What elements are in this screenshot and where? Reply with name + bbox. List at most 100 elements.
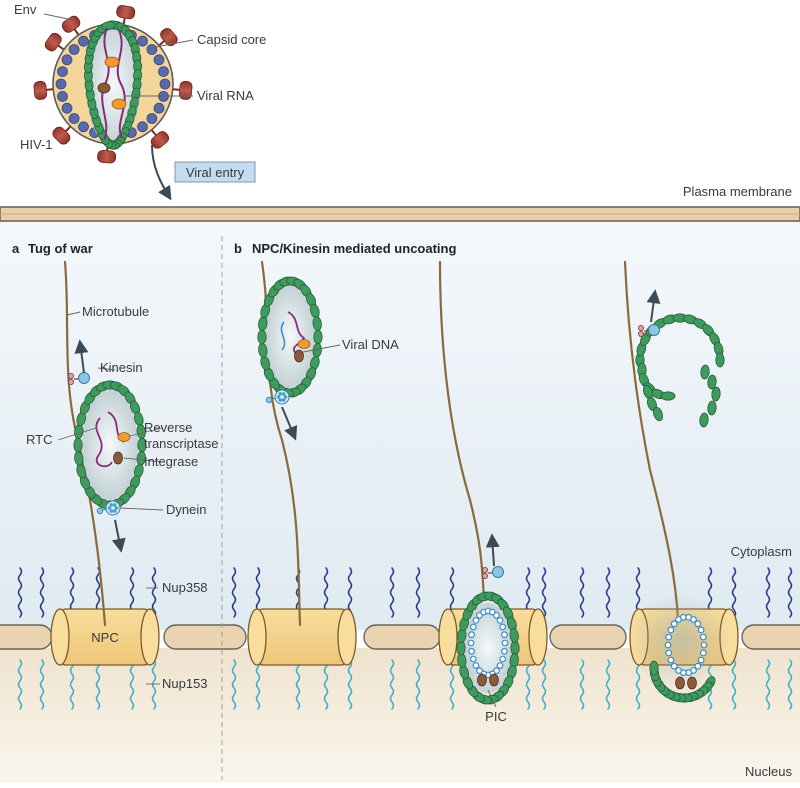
- integrase: [294, 349, 304, 363]
- env-leader: [43, 13, 74, 21]
- kinesin-arrow-b3: [646, 289, 661, 323]
- capsid-subunit: [312, 316, 322, 331]
- dynein-domain: [281, 392, 286, 396]
- b3-pic-dna-ring: [694, 662, 702, 670]
- nup153-filament: [731, 659, 737, 710]
- kinesin-foot: [481, 567, 488, 574]
- b1-viral-dna-strand: [280, 321, 286, 351]
- pic-label: PIC: [485, 709, 507, 724]
- matrix-protein: [61, 102, 73, 114]
- pic-dna-ring: [499, 623, 507, 631]
- capsid-subunit: [711, 386, 721, 402]
- matrix-protein: [153, 54, 165, 66]
- reverse-transcriptase-label-line1: Reverse: [144, 420, 192, 435]
- nup358-filament: [731, 567, 737, 618]
- matrix-protein: [137, 35, 148, 47]
- pic-dna-ring: [501, 647, 508, 655]
- nup153-filament: [323, 659, 329, 710]
- capsid-subunit: [707, 400, 717, 416]
- integrase: [477, 673, 487, 687]
- nup153-filament: [151, 659, 157, 710]
- pic-dna-ring: [496, 617, 504, 624]
- b3-pic-dna-ring: [694, 620, 702, 628]
- npc-body: [256, 608, 348, 666]
- capsid-subunit: [715, 352, 725, 368]
- b1-capsid-interior: [265, 285, 315, 389]
- microtubule-b2: [438, 260, 486, 602]
- viral-dna-leader: [302, 344, 341, 353]
- npc-ring-right: [140, 608, 160, 666]
- capsid-subunit: [509, 628, 519, 643]
- b3-pic-dna-ring: [670, 662, 678, 670]
- pic-dna-ring: [472, 617, 480, 624]
- npc: [247, 608, 357, 666]
- b3-pic-dna-ring: [700, 641, 708, 649]
- pic-dna-ring: [501, 631, 508, 639]
- capsid-core-label: Capsid core: [197, 32, 266, 47]
- dynein-stalk-head: [265, 396, 273, 404]
- nup153-filament: [39, 659, 45, 710]
- nup358-label: Nup358: [162, 580, 208, 595]
- capsid-subunit: [660, 391, 676, 401]
- b3-pic-dna-ring: [697, 626, 705, 634]
- pic-dna-ring: [496, 662, 504, 669]
- env-trimer: [52, 126, 71, 145]
- capsid-subunit: [456, 640, 466, 656]
- dynein-domain: [278, 398, 283, 402]
- capsid-subunit: [707, 374, 717, 390]
- b3-pic-dna-ring: [665, 633, 673, 641]
- rtc-label: RTC: [26, 432, 52, 447]
- nup153-filament: [129, 659, 135, 710]
- kinesin-head: [492, 566, 504, 578]
- b3-pic-dna-ring: [667, 626, 675, 634]
- kinesin-motor: [638, 324, 660, 337]
- env-trimer: [44, 32, 62, 52]
- pic-dna-ring: [467, 639, 475, 647]
- dynein-domain: [109, 509, 114, 513]
- npc-ring-left: [247, 608, 267, 666]
- nup153-filament: [541, 659, 547, 710]
- npc-label: NPC: [91, 630, 118, 645]
- capsid-core-leader: [149, 39, 194, 49]
- nup153-filament: [295, 659, 301, 710]
- dynein-motor: [96, 500, 121, 516]
- nup153-filament: [347, 659, 353, 710]
- b3-pic-dna-ring: [699, 649, 707, 657]
- nup153-filament: [449, 659, 455, 710]
- capsid-structures: [68, 276, 732, 705]
- b3-haze: [628, 592, 732, 688]
- hiv1-virion: [33, 5, 193, 164]
- nup153-filament: [579, 659, 585, 710]
- nup153-filament: [69, 659, 75, 710]
- dynein-domain: [283, 395, 288, 399]
- matrix-protein: [158, 66, 169, 77]
- nup358-filament: [787, 567, 793, 618]
- nup358-filament: [579, 567, 585, 618]
- dynein-arrow-b: [281, 406, 298, 441]
- capsid-subunit: [649, 660, 659, 676]
- nup358-filament: [17, 567, 23, 618]
- nup153-filament: [765, 659, 771, 710]
- kinesin-arrow: [74, 339, 89, 374]
- nucleus-label: Nucleus: [745, 764, 792, 779]
- dynein-domain: [107, 506, 112, 510]
- matrix-protein: [57, 91, 68, 102]
- matrix-protein: [159, 78, 171, 90]
- pic-dna-ring: [469, 623, 477, 631]
- matrix-protein: [146, 44, 158, 55]
- kinesin-motor: [68, 372, 90, 385]
- matrix-protein: [68, 113, 80, 124]
- cytoplasm-label: Cytoplasm: [731, 544, 792, 559]
- kinesin-foot: [638, 324, 645, 331]
- integrase: [489, 673, 499, 687]
- matrix-protein: [146, 113, 158, 124]
- npc-ring-left: [438, 608, 458, 666]
- nup153-filament: [231, 659, 237, 710]
- nup358-filament: [415, 567, 421, 618]
- b3-pic-dna-ring: [667, 656, 675, 664]
- hiv1-label: HIV-1: [20, 137, 53, 152]
- viral-rna-strand-2: [116, 29, 126, 139]
- kinesin-foot: [481, 573, 488, 580]
- nup153-filament: [95, 659, 101, 710]
- dynein-label: Dynein: [166, 502, 206, 517]
